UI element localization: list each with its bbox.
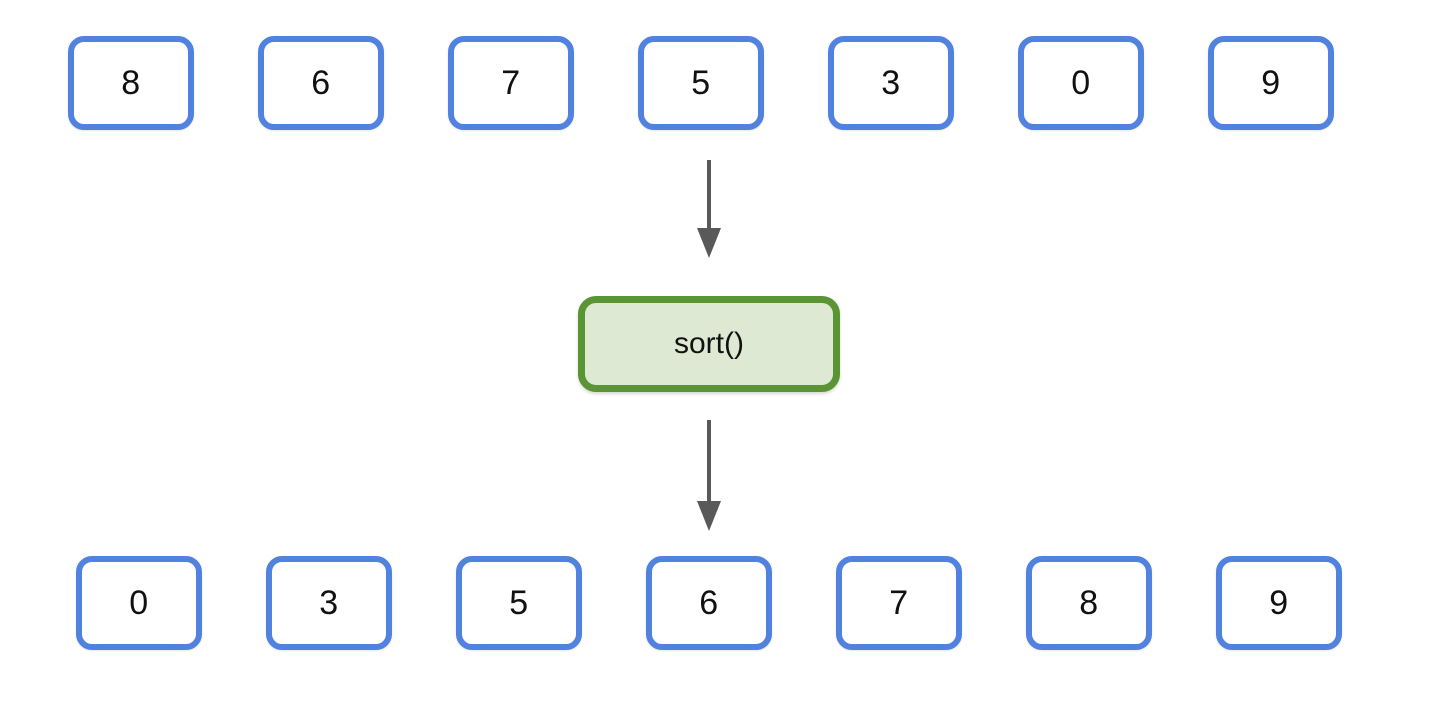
arrow-head — [697, 228, 721, 258]
sort-operation-node[interactable]: sort() — [578, 296, 840, 392]
array-cell[interactable]: 6 — [646, 556, 772, 650]
array-cell-value: 8 — [121, 64, 141, 102]
array-cell-value: 6 — [311, 64, 331, 102]
array-cell-value: 7 — [889, 584, 909, 622]
array-cell[interactable]: 3 — [266, 556, 392, 650]
sorted-array-row: 0 3 5 6 7 8 9 — [76, 556, 1342, 650]
array-cell[interactable]: 6 — [258, 36, 384, 130]
array-cell-value: 8 — [1079, 584, 1099, 622]
array-cell-value: 6 — [699, 584, 719, 622]
array-cell-value: 9 — [1261, 64, 1281, 102]
array-cell[interactable]: 0 — [1018, 36, 1144, 130]
array-cell-value: 7 — [501, 64, 521, 102]
array-cell-value: 5 — [509, 584, 529, 622]
array-cell[interactable]: 8 — [1026, 556, 1152, 650]
array-cell[interactable]: 9 — [1216, 556, 1342, 650]
array-cell-value: 3 — [881, 64, 901, 102]
arrow-head — [697, 501, 721, 531]
array-cell-value: 0 — [1071, 64, 1091, 102]
array-cell-value: 5 — [691, 64, 711, 102]
array-cell[interactable]: 9 — [1208, 36, 1334, 130]
array-cell[interactable]: 5 — [456, 556, 582, 650]
sort-operation-label: sort() — [674, 327, 744, 360]
array-cell[interactable]: 7 — [448, 36, 574, 130]
array-cell[interactable]: 5 — [638, 36, 764, 130]
array-cell-value: 0 — [129, 584, 149, 622]
array-cell[interactable]: 7 — [836, 556, 962, 650]
array-cell-value: 9 — [1269, 584, 1289, 622]
array-cell-value: 3 — [319, 584, 339, 622]
array-cell[interactable]: 0 — [76, 556, 202, 650]
array-cell[interactable]: 8 — [68, 36, 194, 130]
unsorted-array-row: 8 6 7 5 3 0 9 — [68, 36, 1334, 130]
array-cell[interactable]: 3 — [828, 36, 954, 130]
